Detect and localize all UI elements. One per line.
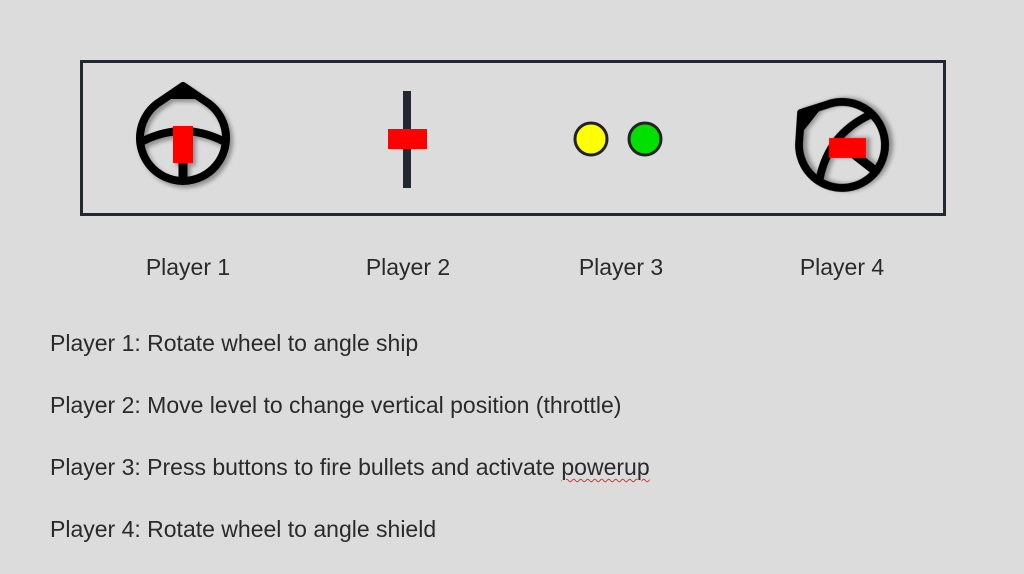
player-4-label: Player 4 [799,254,885,280]
misspelled-word[interactable]: powerup [561,454,650,480]
player-3-label: Player 3 [578,254,664,280]
player-2-lever-icon [388,91,427,188]
yellow-button-icon [573,121,609,157]
green-button-icon [627,121,663,157]
player-1-label: Player 1 [145,254,231,280]
player-4-description: Player 4: Rotate wheel to angle shield [50,516,437,542]
player-3-buttons-icon [573,121,663,157]
controller-panel [80,60,946,216]
description-text: Player 3: Press buttons to fire bullets … [50,454,562,480]
player-3-description: Player 3: Press buttons to fire bullets … [50,454,650,481]
player-2-label: Player 2 [365,254,451,280]
player-2-description: Player 2: Move level to change vertical … [50,392,622,418]
player-1-steering-wheel-icon [140,86,226,183]
player-4-steering-wheel-icon [775,79,904,206]
player-1-description: Player 1: Rotate wheel to angle ship [50,330,419,356]
